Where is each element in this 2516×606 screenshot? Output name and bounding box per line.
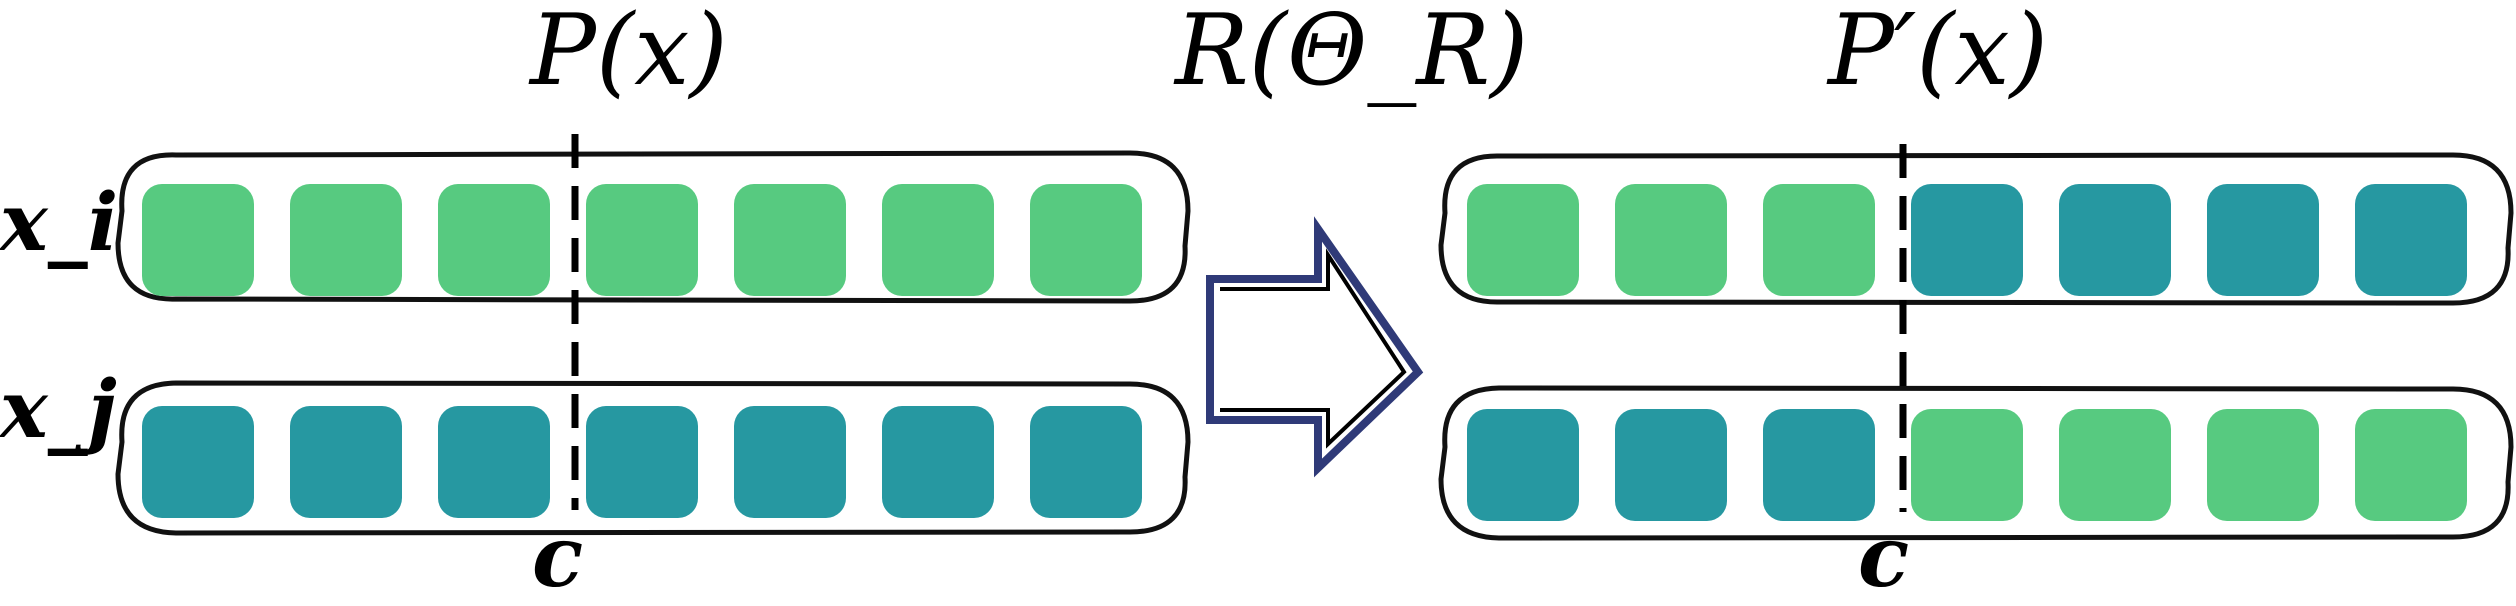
right-title: P′(x) <box>1828 0 2048 108</box>
left-xi-block-5 <box>734 184 846 296</box>
right-xi-block-4 <box>1911 184 2023 296</box>
left-xi-block-4 <box>586 184 698 296</box>
left-cut-label: c <box>532 507 584 606</box>
right-xi-block-3 <box>1763 184 1875 296</box>
right-xj-block-1 <box>1467 409 1579 521</box>
left-xj-block-2 <box>290 406 402 518</box>
middle-title: R(Θ_R) <box>1175 0 1529 108</box>
right-xj-block-7 <box>2355 409 2467 521</box>
left-title: P(x) <box>530 0 728 108</box>
right-xj-panel-outline <box>1438 385 2514 541</box>
left-xj-block-4 <box>586 406 698 518</box>
right-xj-block-6 <box>2207 409 2319 521</box>
mutation-arrow-inner-outline <box>1220 248 1407 449</box>
left-xj-block-6 <box>882 406 994 518</box>
left-xj-block-5 <box>734 406 846 518</box>
left-xi-block-7 <box>1030 184 1142 296</box>
right-xj-block-2 <box>1615 409 1727 521</box>
left-xi-block-3 <box>438 184 550 296</box>
left-xj-block-3 <box>438 406 550 518</box>
right-xi-block-2 <box>1615 184 1727 296</box>
right-xj-block-4 <box>1911 409 2023 521</box>
right-xj-block-3 <box>1763 409 1875 521</box>
row-label-xi: x_i <box>0 175 119 269</box>
left-xj-block-7 <box>1030 406 1142 518</box>
left-xi-block-6 <box>882 184 994 296</box>
left-xj-panel-outline <box>115 380 1191 536</box>
left-xi-block-2 <box>290 184 402 296</box>
right-xi-block-7 <box>2355 184 2467 296</box>
left-xi-block-1 <box>142 184 254 296</box>
right-xi-block-6 <box>2207 184 2319 296</box>
row-label-xj: x_j <box>0 362 117 456</box>
right-xi-block-1 <box>1467 184 1579 296</box>
right-xi-block-5 <box>2059 184 2171 296</box>
right-cut-label: c <box>1858 507 1910 606</box>
right-xj-block-5 <box>2059 409 2171 521</box>
left-xj-block-1 <box>142 406 254 518</box>
right-xi-panel-outline <box>1438 152 2514 306</box>
left-xi-panel-outline <box>115 150 1191 304</box>
